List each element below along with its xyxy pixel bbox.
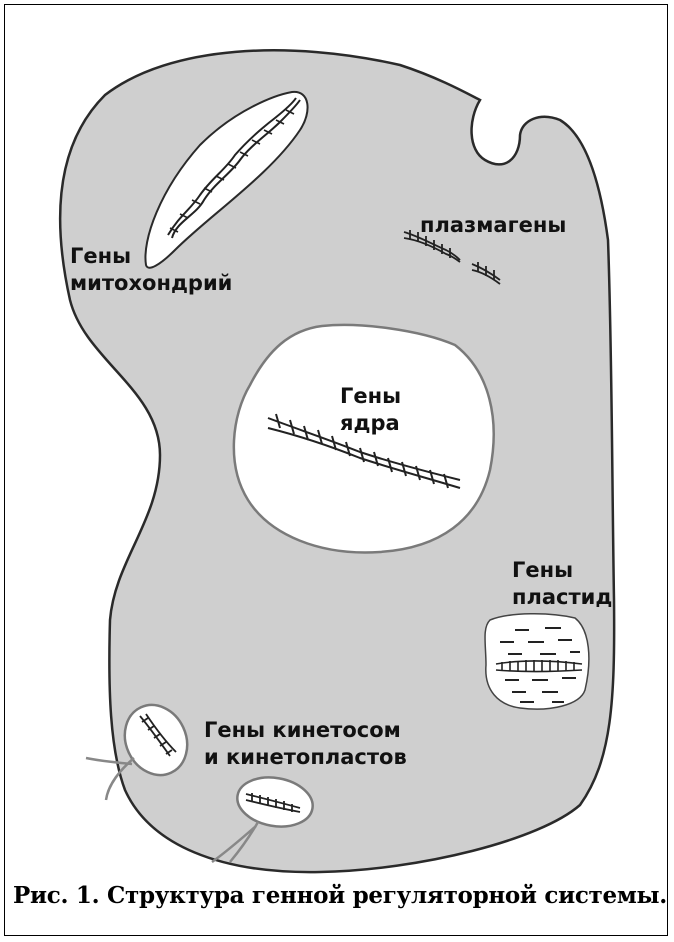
label-plasmagenes: плазмагены bbox=[420, 212, 566, 239]
nucleus bbox=[234, 325, 494, 553]
label-kinetosome-genes: Гены кинетосом и кинетопластов bbox=[204, 717, 407, 771]
figure-caption: Рис. 1. Структура генной регуляторной си… bbox=[13, 882, 667, 909]
label-plastid-genes: Гены пластид bbox=[512, 557, 612, 611]
label-mitochondria-genes: Гены митохондрий bbox=[70, 243, 232, 297]
label-nucleus-genes: Гены ядра bbox=[340, 383, 401, 437]
